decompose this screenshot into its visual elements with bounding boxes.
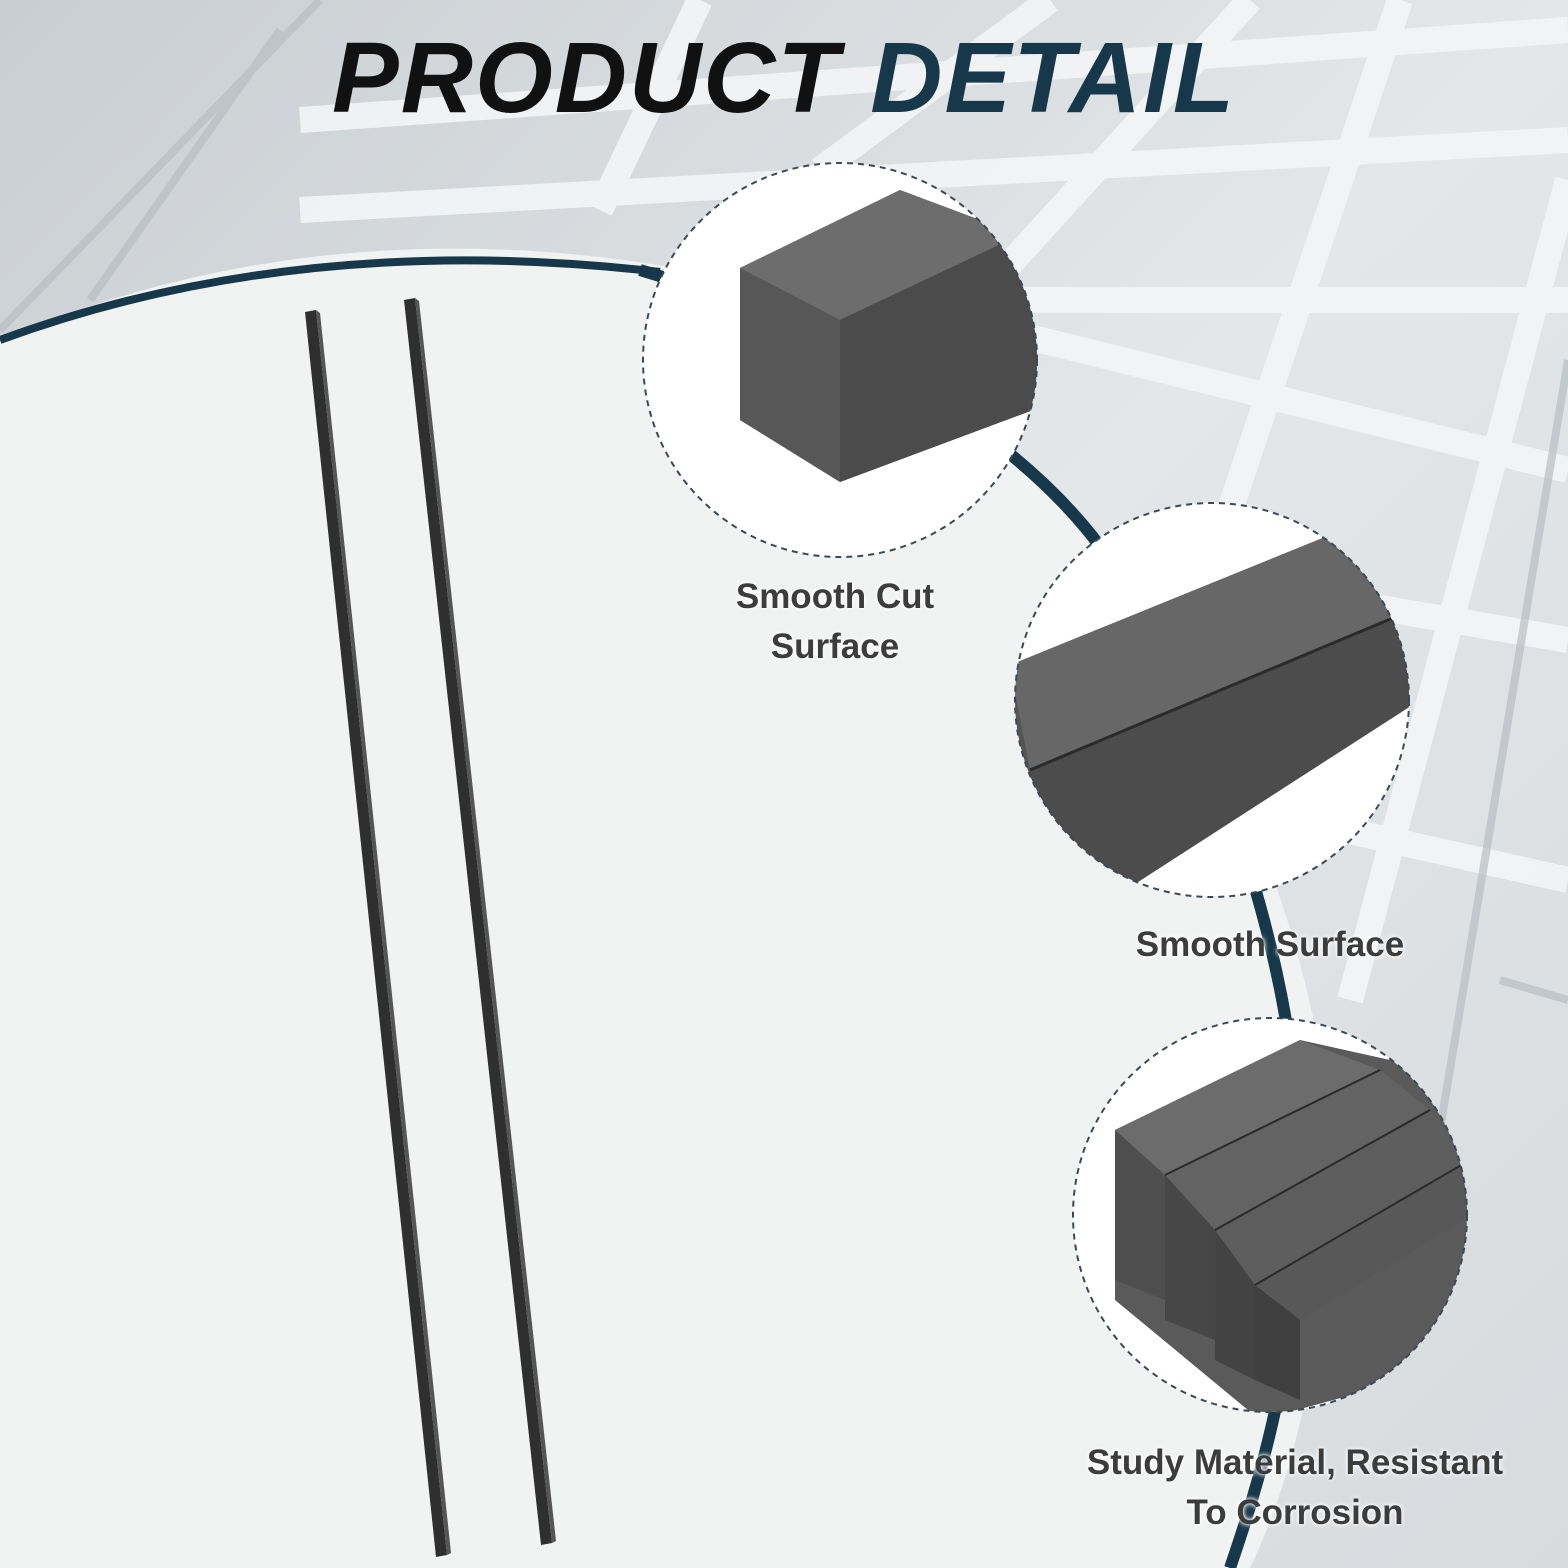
feature-caption-line: Smooth Surface [1135, 925, 1405, 964]
title-word-product: PRODUCT [332, 22, 841, 134]
feature-caption-study-material: Study Material, Resistant To Corrosion [1030, 1438, 1560, 1538]
detail-circle-surface [1014, 502, 1410, 898]
feature-caption-line: Smooth Cut [735, 577, 935, 616]
feature-caption-smooth-cut: Smooth Cut Surface [660, 572, 1010, 672]
page-title: PRODUCT DETAIL [0, 18, 1568, 138]
steel-rods [305, 298, 556, 1557]
feature-caption-line: Study Material, Resistant [1086, 1443, 1504, 1482]
title-word-detail: DETAIL [870, 22, 1236, 134]
detail-circle-stacked-rods [1072, 1017, 1468, 1413]
detail-circle-cut-surface [642, 162, 1038, 558]
feature-caption-line: Surface [770, 627, 900, 666]
feature-caption-line: To Corrosion [1186, 1493, 1404, 1532]
feature-caption-smooth-surface: Smooth Surface [1080, 920, 1460, 970]
